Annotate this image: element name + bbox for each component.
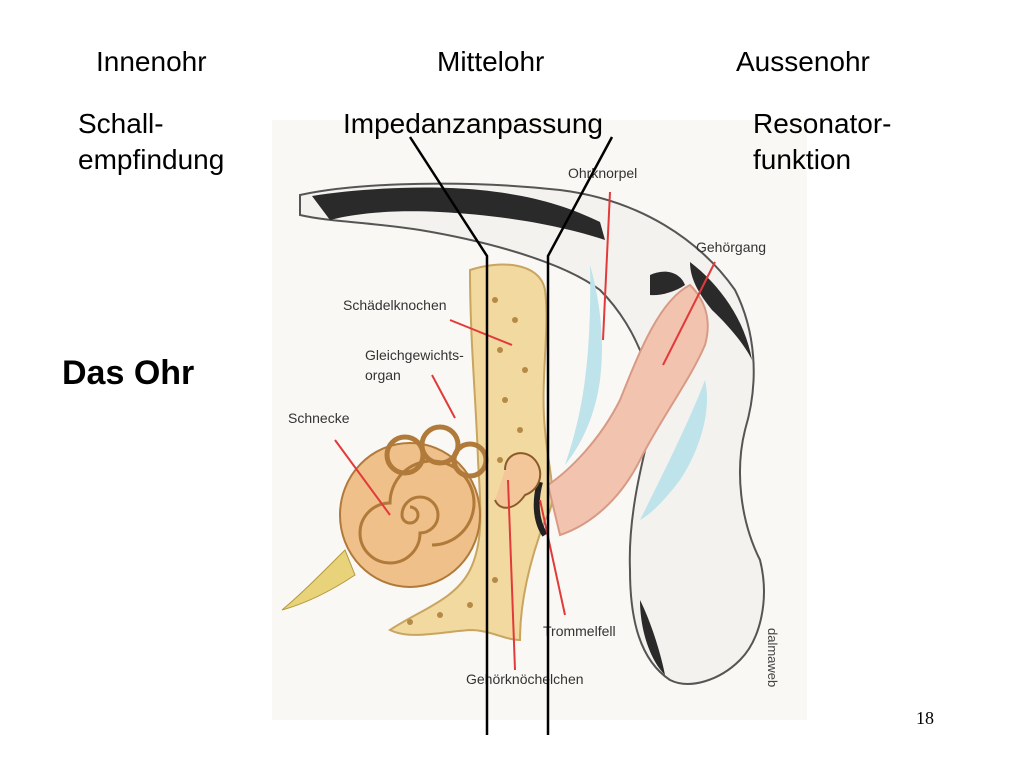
function-inner-line1: Schall- — [78, 108, 164, 139]
function-inner: Schall- empfindung — [78, 106, 224, 178]
eardrum-shape — [533, 481, 548, 537]
label-skull-bone: Schädelknochen — [343, 297, 447, 313]
label-ossicles: Gehörknöchelchen — [466, 671, 584, 687]
function-outer: Resonator- funktion — [753, 106, 892, 178]
credit-text: dalmaweb — [765, 628, 780, 687]
cochlea-shape — [281, 424, 489, 611]
header-inner-ear: Innenohr — [96, 46, 207, 77]
cartilage-strip-2 — [640, 380, 708, 520]
boundary-line-inner-middle — [408, 136, 489, 735]
skin-shadow-right — [690, 262, 752, 360]
region-boundary-lines — [408, 136, 614, 735]
skull-bone-shape — [388, 263, 554, 642]
function-inner-line2: empfindung — [78, 144, 225, 175]
boundary-line-middle-outer — [546, 136, 614, 735]
header-middle-ear: Mittelohr — [437, 46, 545, 77]
function-outer-line2: funktion — [753, 144, 852, 175]
slide-title: Das Ohr — [62, 354, 195, 392]
ear-canal-shape — [546, 283, 709, 537]
skin-shadow-lower — [640, 600, 665, 675]
label-ear-canal: Gehörgang — [696, 239, 766, 255]
function-outer-line1: Resonator- — [753, 108, 892, 139]
function-middle: Impedanzanpassung — [343, 108, 603, 139]
label-balance-organ-1: Gleichgewichts- — [365, 347, 464, 363]
label-cochlea: Schnecke — [288, 410, 350, 426]
label-eardrum: Trommelfell — [543, 623, 616, 639]
skin-shadow-top — [312, 187, 605, 240]
page-number: 18 — [916, 708, 934, 728]
auricle-shape — [299, 182, 765, 685]
label-pointers — [334, 191, 716, 671]
skin-shadow-mid — [650, 271, 685, 296]
label-balance-organ-2: organ — [365, 367, 401, 383]
label-cartilage: Ohrknorpel — [568, 165, 637, 181]
header-outer-ear: Aussenohr — [736, 46, 870, 77]
cartilage-strip-1 — [565, 265, 602, 465]
